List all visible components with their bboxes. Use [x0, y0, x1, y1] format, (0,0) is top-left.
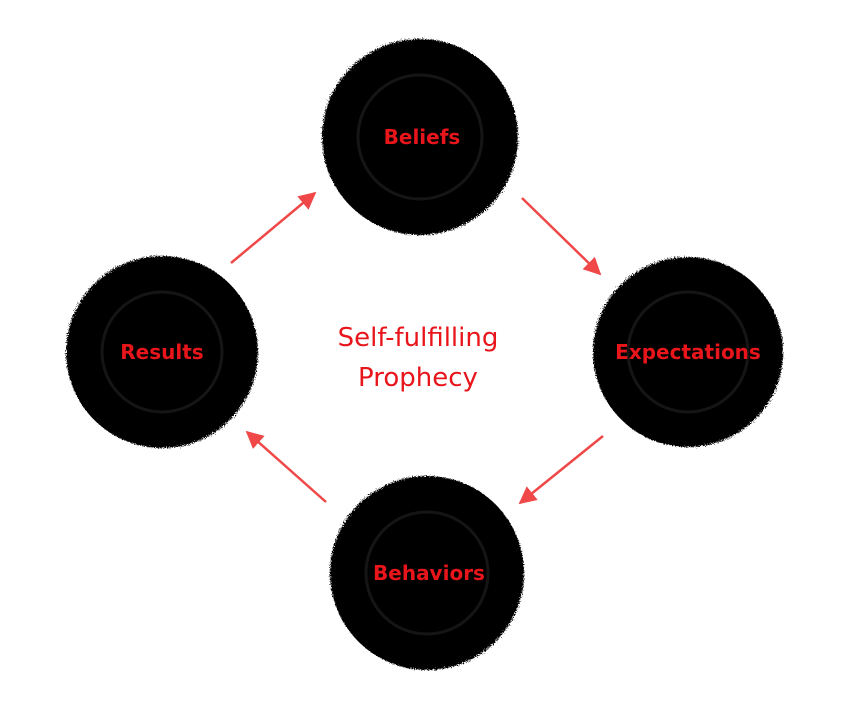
node-results-label: Results — [120, 340, 203, 364]
node-beliefs-circle — [322, 39, 518, 235]
center-title-line2: Prophecy — [358, 363, 478, 393]
center-title-line1: Self-fulfilling — [337, 323, 499, 353]
node-results: Results — [66, 256, 258, 448]
edge-expectations-to-behaviors — [518, 435, 604, 505]
node-expectations-label: Expectations — [615, 340, 761, 364]
center-title: Self-fulfilling Prophecy — [293, 318, 543, 398]
node-beliefs: Beliefs — [322, 39, 518, 235]
node-behaviors-circle — [330, 476, 524, 670]
node-results-circle — [66, 256, 258, 448]
edge-behaviors-to-results — [245, 430, 327, 503]
node-behaviors: Behaviors — [330, 476, 524, 670]
node-behaviors-label: Behaviors — [373, 561, 485, 585]
node-expectations-circle — [593, 257, 783, 447]
edge-results-to-beliefs — [230, 191, 317, 264]
edges — [230, 191, 604, 505]
node-expectations: Expectations — [593, 257, 783, 447]
node-beliefs-label: Beliefs — [384, 125, 461, 149]
edge-beliefs-to-expectations — [521, 197, 602, 276]
